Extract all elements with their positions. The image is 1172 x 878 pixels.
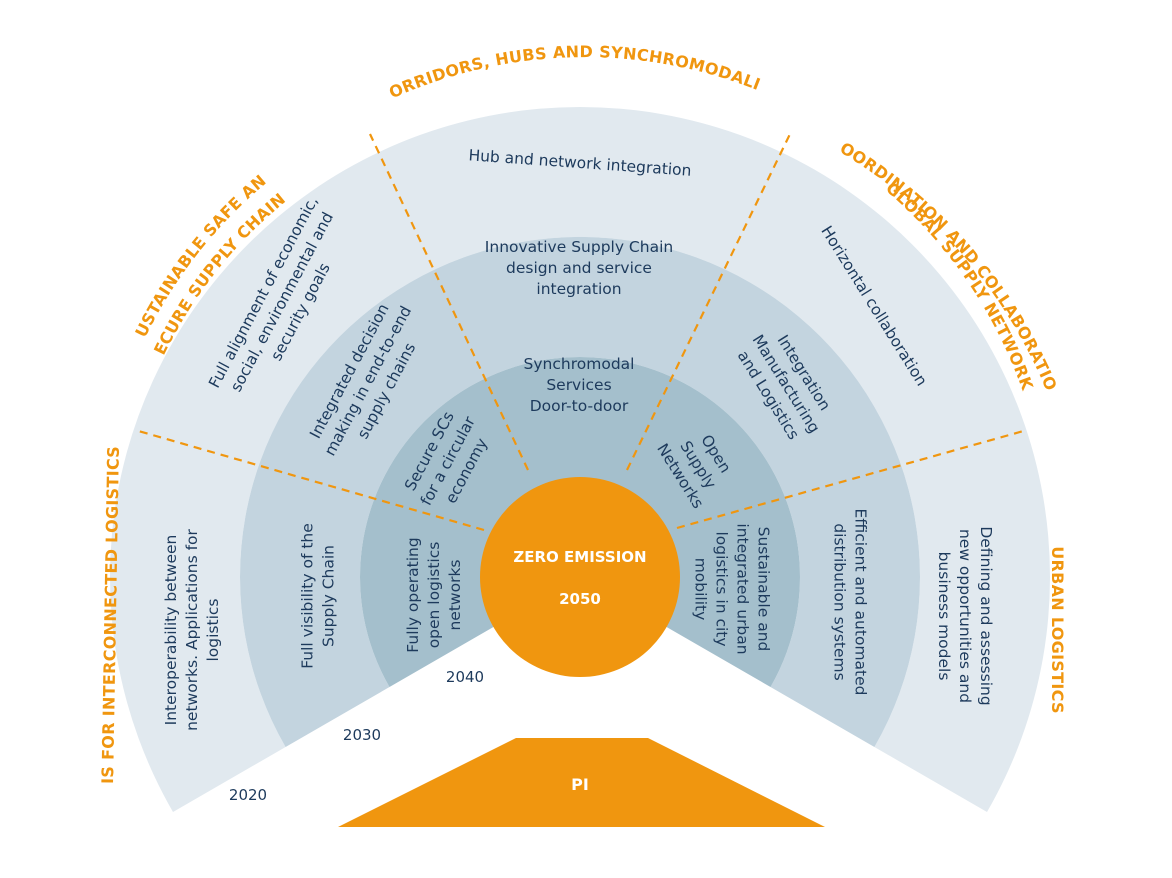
segment-r2-urban: Efficient and automateddistribution syst… bbox=[831, 509, 870, 696]
year-2040-label: 2040 bbox=[446, 668, 484, 686]
segment-r1-urban: Defining and assessingnew opportunities … bbox=[935, 526, 995, 705]
divider-global-urban bbox=[676, 428, 1028, 530]
core-year: 2050 bbox=[559, 590, 601, 608]
core-circle bbox=[480, 477, 680, 677]
segment-line: Services bbox=[546, 376, 611, 394]
pi-label: PI bbox=[571, 775, 589, 794]
segment-line: integration bbox=[536, 280, 621, 298]
area-title-urban: URBAN LOGISTICS bbox=[1048, 546, 1067, 714]
segment-line: Door-to-door bbox=[530, 397, 629, 415]
segment-line: distribution systems bbox=[831, 523, 849, 680]
segment-line: networks bbox=[446, 559, 464, 630]
segment-line: networks. Applications for bbox=[183, 528, 201, 730]
divider-sustainable-corridors bbox=[369, 133, 529, 471]
area-title-interconnected: IS FOR INTERCONNECTED LOGISTICS bbox=[98, 446, 123, 784]
pi-base bbox=[338, 738, 825, 827]
segment-line: logistics in city bbox=[713, 531, 731, 646]
segment-line: Sustainable and bbox=[755, 527, 773, 652]
segment-line: design and service bbox=[506, 259, 652, 277]
segment-line: new opportunities and bbox=[956, 529, 974, 703]
segment-line: Fully operating bbox=[404, 537, 422, 652]
core-title: ZERO EMISSION bbox=[513, 548, 646, 566]
segment-line: Full visibility of the bbox=[299, 523, 317, 669]
segment-line: logistics bbox=[204, 599, 222, 662]
area-title-corridors: CORRIDORS, HUBS AND SYNCHROMODALITY bbox=[0, 0, 763, 102]
year-2020-label: 2020 bbox=[229, 786, 267, 804]
segment-line: Innovative Supply Chain bbox=[485, 238, 673, 256]
ring-2030 bbox=[240, 236, 921, 747]
ring-2020 bbox=[109, 106, 1050, 813]
divider-interconnected-sustainable bbox=[134, 428, 485, 532]
segment-r3-urban: Sustainable andintegrated urbanlogistics… bbox=[692, 523, 773, 654]
segment-line: Interoperability between bbox=[162, 535, 180, 726]
segment-line: Efficient and automated bbox=[852, 509, 870, 696]
segment-r2-corridors: Innovative Supply Chain design and servic… bbox=[485, 238, 673, 298]
dividers bbox=[134, 133, 1028, 532]
segment-line: open logistics bbox=[425, 542, 443, 649]
segment-line: Defining and assessing bbox=[977, 526, 995, 705]
segment-line: business models bbox=[935, 552, 953, 681]
year-2030-label: 2030 bbox=[343, 726, 381, 744]
segment-line: Synchromodal bbox=[524, 355, 635, 373]
segment-line: Supply Chain bbox=[320, 545, 338, 647]
segment-line: integrated urban bbox=[734, 523, 752, 654]
segment-line: mobility bbox=[692, 558, 710, 621]
divider-corridors-global bbox=[626, 133, 791, 471]
